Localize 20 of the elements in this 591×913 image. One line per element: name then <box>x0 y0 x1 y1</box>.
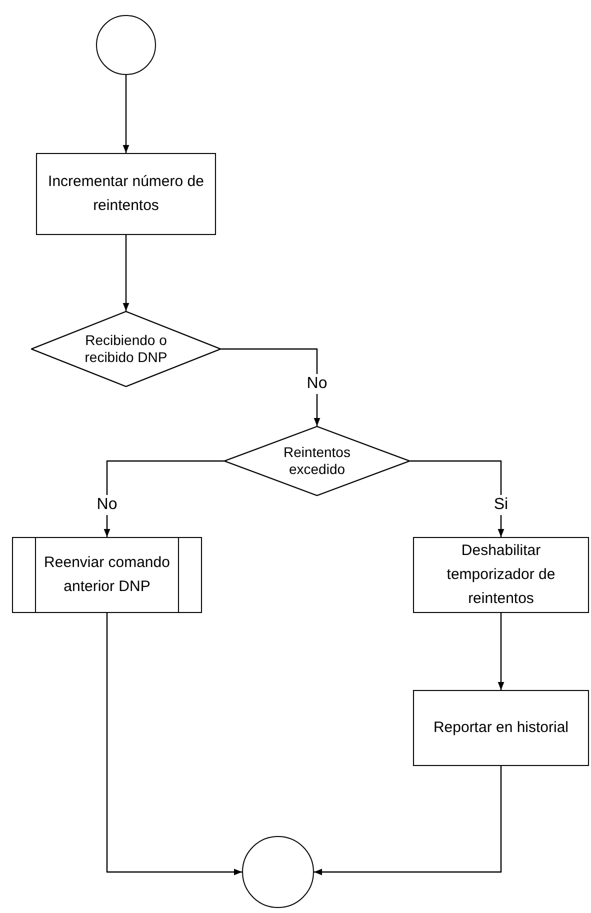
arrow <box>221 348 320 426</box>
decision-text: Recibiendo o recibido DNP <box>84 332 168 366</box>
process-box <box>413 690 589 766</box>
arrow <box>122 75 130 153</box>
arrow <box>106 613 242 876</box>
process-box <box>36 153 216 235</box>
process-box <box>413 537 589 613</box>
process-text: Incrementar número de reintentos <box>47 172 205 216</box>
arrow <box>498 613 504 690</box>
decision-diamond <box>224 426 410 496</box>
arrow <box>314 766 502 876</box>
arrow <box>104 460 224 537</box>
process-text: Deshabilitar temporizador de reintentos <box>446 541 556 609</box>
arrow <box>410 460 504 537</box>
process-text: Reportar en historial <box>432 718 570 738</box>
decision-text: Reintentos excedido <box>282 444 352 478</box>
subprocess-box <box>12 537 202 613</box>
process-text: Reenviar comando anterior DNP <box>43 553 171 597</box>
decision-diamond <box>31 311 221 387</box>
arrow <box>122 235 130 311</box>
